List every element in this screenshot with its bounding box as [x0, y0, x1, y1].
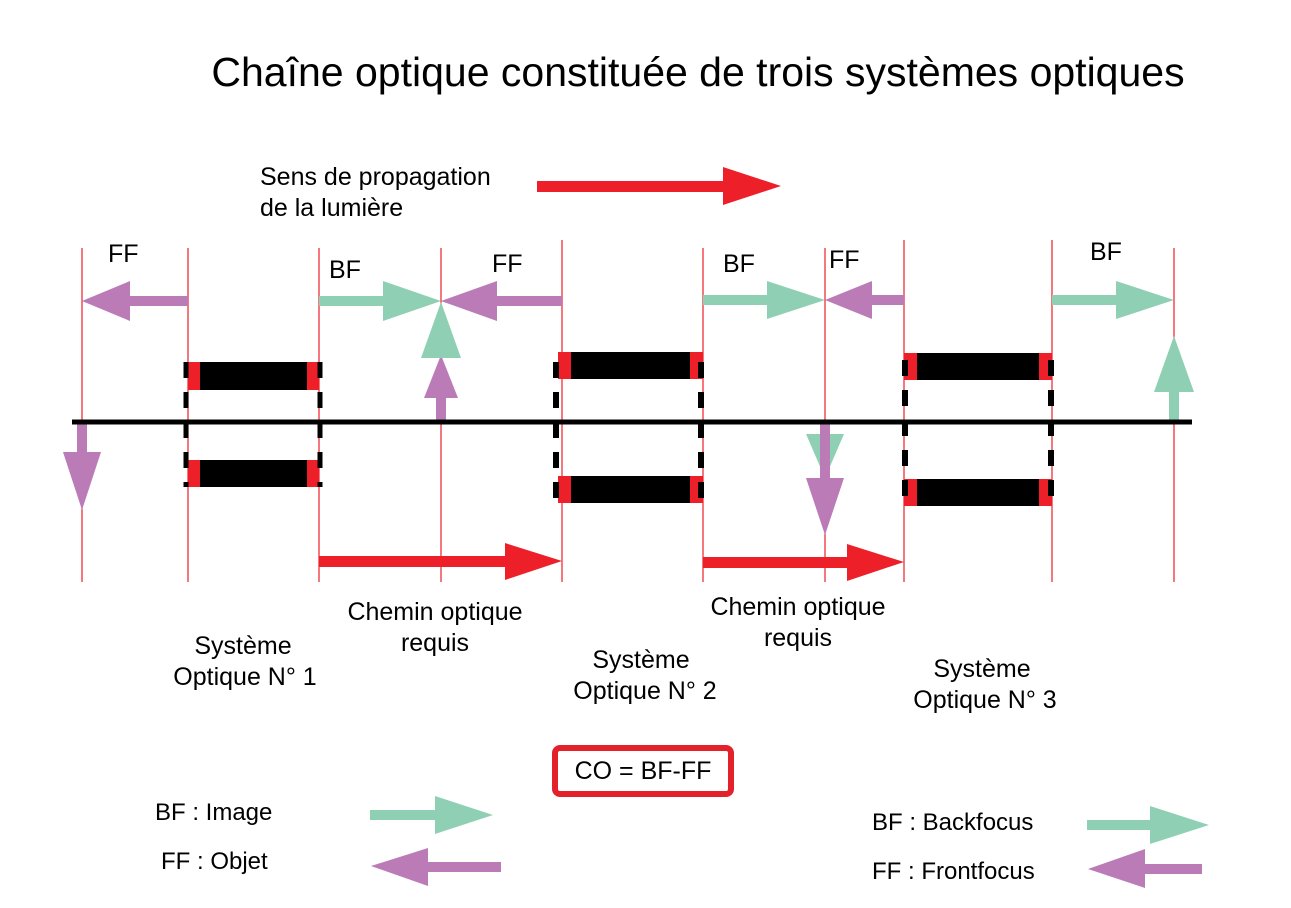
ff-arrow-1 [82, 281, 188, 321]
system-3-label-line2: Optique N° 3 [913, 686, 1056, 714]
legend-right-bf-label: BF : Backfocus [872, 809, 1033, 836]
legend-right-bf-arrow [1087, 806, 1209, 844]
legend-right-ff-label: FF : Frontfocus [872, 858, 1035, 885]
image-arrow-1-green [421, 302, 461, 358]
legend-left-ff-arrow [371, 848, 501, 886]
image-arrow-3 [1154, 336, 1194, 422]
system-2-label-line1: Système [592, 646, 689, 674]
bf-arrow-2 [703, 281, 825, 319]
optical-path-label-1-line1: Chemin optique [347, 598, 522, 626]
legend-left-bf-arrow [370, 796, 493, 834]
object-arrow-3 [806, 422, 844, 535]
ff-label-1: FF [108, 240, 139, 268]
image-arrow-1 [424, 355, 458, 422]
optical-path-arrow-2 [703, 544, 904, 581]
optical-path-label-2-line2: requis [764, 624, 832, 652]
bf-arrow-3 [1052, 281, 1174, 319]
ff-arrow-3 [825, 281, 904, 319]
optical-path-label-1-line2: requis [401, 629, 469, 657]
bf-label-3: BF [1090, 238, 1122, 266]
legend-left-ff-label: FF : Objet [161, 848, 268, 875]
system-1-label-line1: Système [194, 632, 291, 660]
ff-label-2: FF [492, 250, 523, 278]
propagation-label-line2: de la lumière [260, 194, 403, 222]
bf-label-1: BF [329, 256, 361, 284]
ff-arrow-2 [441, 281, 562, 321]
optical-path-label-2-line1: Chemin optique [710, 593, 885, 621]
ff-label-3: FF [829, 246, 860, 274]
reference-lines [81, 240, 1175, 582]
legend-left-bf-label: BF : Image [155, 799, 272, 826]
formula-box: CO = BF-FF [552, 745, 734, 797]
formula-text: CO = BF-FF [574, 756, 712, 785]
system-1-label-line2: Optique N° 1 [173, 663, 316, 691]
system-2-label-line2: Optique N° 2 [573, 677, 716, 705]
propagation-label-line1: Sens de propagation [260, 163, 491, 191]
page-title: Chaîne optique constituée de trois systè… [211, 49, 1184, 95]
propagation-arrow [537, 167, 781, 205]
bf-label-2: BF [723, 250, 755, 278]
optical-system-3 [902, 353, 1054, 506]
optical-path-arrow-1 [319, 543, 562, 580]
optical-system-2 [553, 352, 704, 503]
object-arrow-1 [63, 422, 101, 510]
bf-arrow-1 [319, 281, 441, 321]
system-3-label-line1: Système [933, 655, 1030, 683]
legend-right-ff-arrow [1088, 849, 1202, 888]
optical-system-1 [183, 362, 323, 487]
